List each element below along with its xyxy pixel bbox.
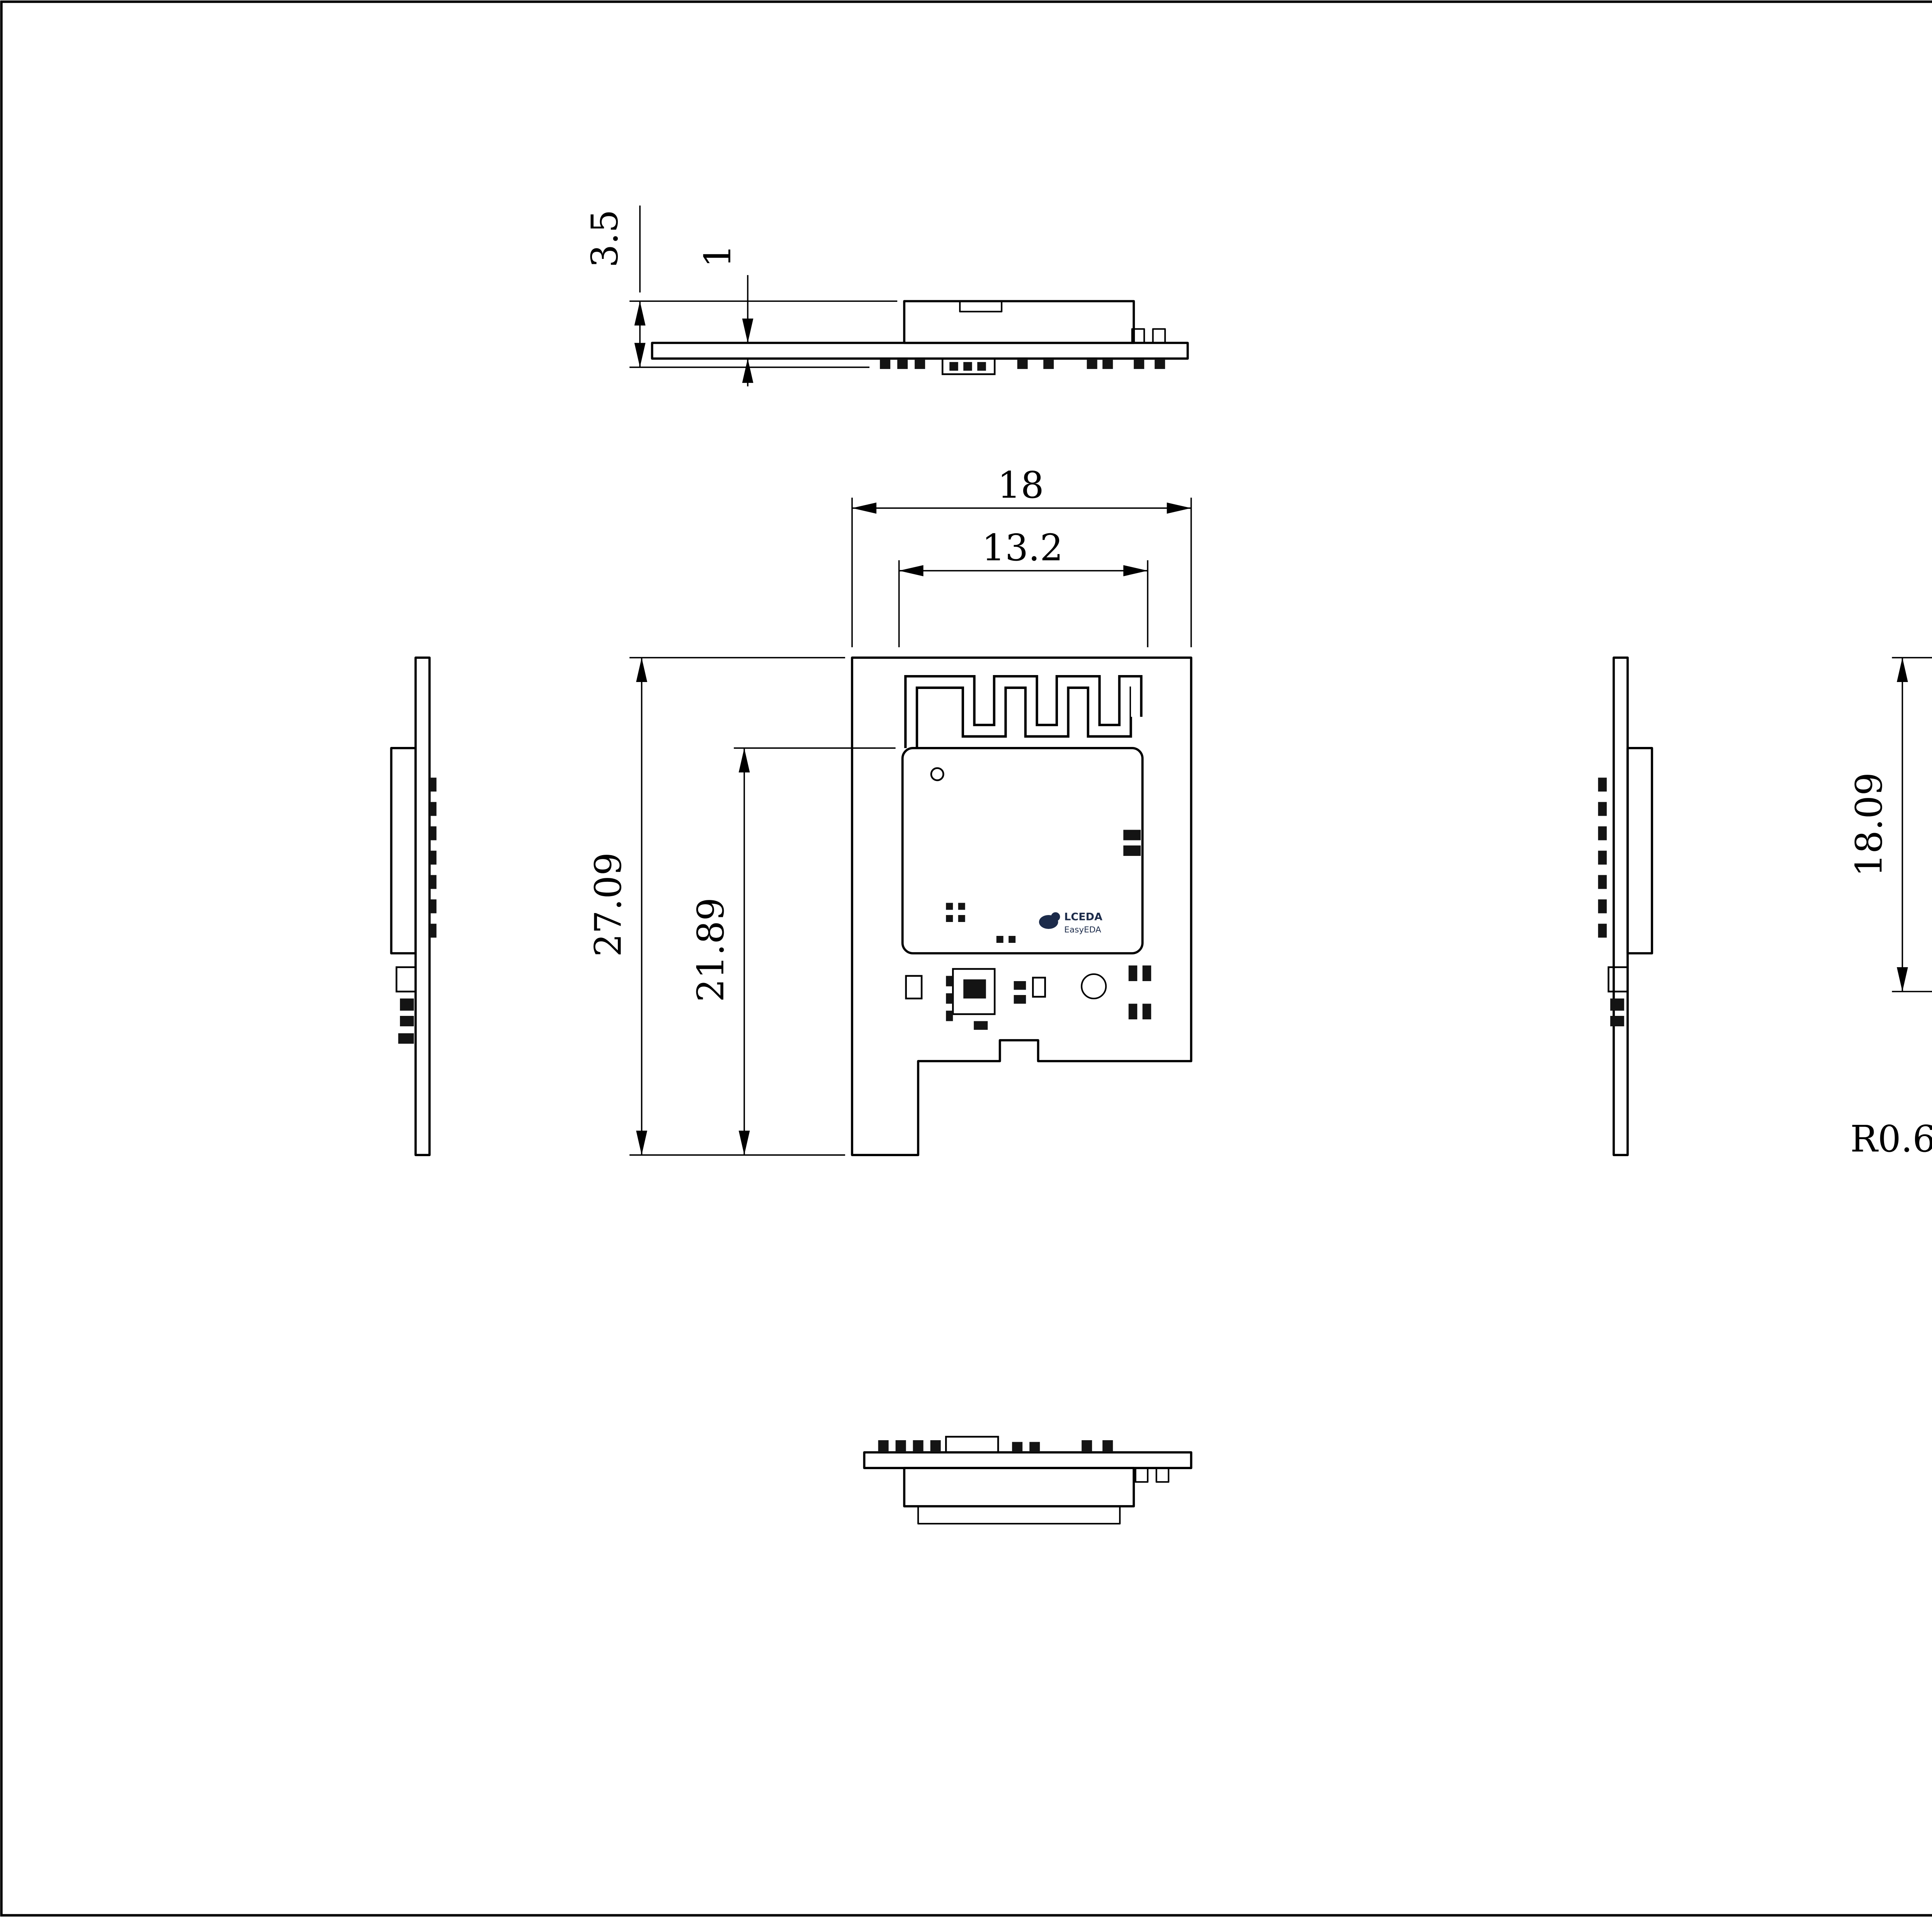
pin1-marker: [930, 767, 944, 781]
can-vias: [946, 830, 1141, 943]
shield-can-front: [901, 747, 1144, 954]
dim-pcb-thickness: 1: [697, 244, 753, 386]
dim-body-length-label: 21.89: [690, 898, 732, 1002]
logo-name: LCEDA: [1064, 911, 1102, 923]
back-view: 5 18.09 R0.6 14 5: [1848, 657, 1932, 1160]
dim-antenna-width-label: 13.2: [982, 527, 1063, 569]
dim-module-width: 18: [851, 464, 1192, 647]
dim-module-length-label: 27.09: [587, 852, 630, 957]
shield-can-top-view: [903, 300, 1135, 344]
antenna-trace: [904, 675, 1143, 748]
top-components-bottom-view: [878, 1436, 1113, 1453]
shield-can-left-view: [390, 747, 417, 954]
right-side-view: [1598, 657, 1653, 1156]
dim-hole-radius: R0.6: [1850, 1118, 1932, 1160]
pcb-outline-front: [851, 657, 1192, 1156]
easyeda-logo: LCEDA EasyEDA: [1039, 911, 1102, 935]
dim-antenna-width: 13.2: [898, 527, 1149, 647]
front-hole: [1081, 973, 1107, 1000]
bottom-profile-view: [863, 1436, 1192, 1525]
edge-pads-left-view: [429, 777, 437, 938]
dim-body-length: 21.89: [690, 747, 896, 1155]
dim-module-length: 27.09: [587, 657, 845, 1156]
dim-hole-offset-top-label: 18.09: [1848, 772, 1890, 877]
shield-can-right-view: [1626, 747, 1653, 954]
dim-total-thickness-label: 3.5: [584, 209, 626, 267]
front-view: LCEDA EasyEDA 18: [587, 464, 1192, 1156]
edge-pads-right-view: [1598, 777, 1607, 938]
dim-hole-offset-top: 18.09: [1848, 657, 1932, 992]
front-components: [905, 965, 1151, 1030]
left-side-view: [390, 657, 437, 1156]
bottom-components-top-view: [880, 357, 1165, 375]
dim-total-thickness: 3.5: [584, 205, 898, 368]
logo-sub: EasyEDA: [1064, 925, 1101, 935]
top-profile-view: 3.5 1: [584, 205, 1189, 386]
dim-pcb-thickness-label: 1: [697, 244, 739, 267]
dim-module-width-label: 18: [998, 464, 1044, 507]
dim-hole-radius-label: R0.6: [1850, 1118, 1932, 1160]
